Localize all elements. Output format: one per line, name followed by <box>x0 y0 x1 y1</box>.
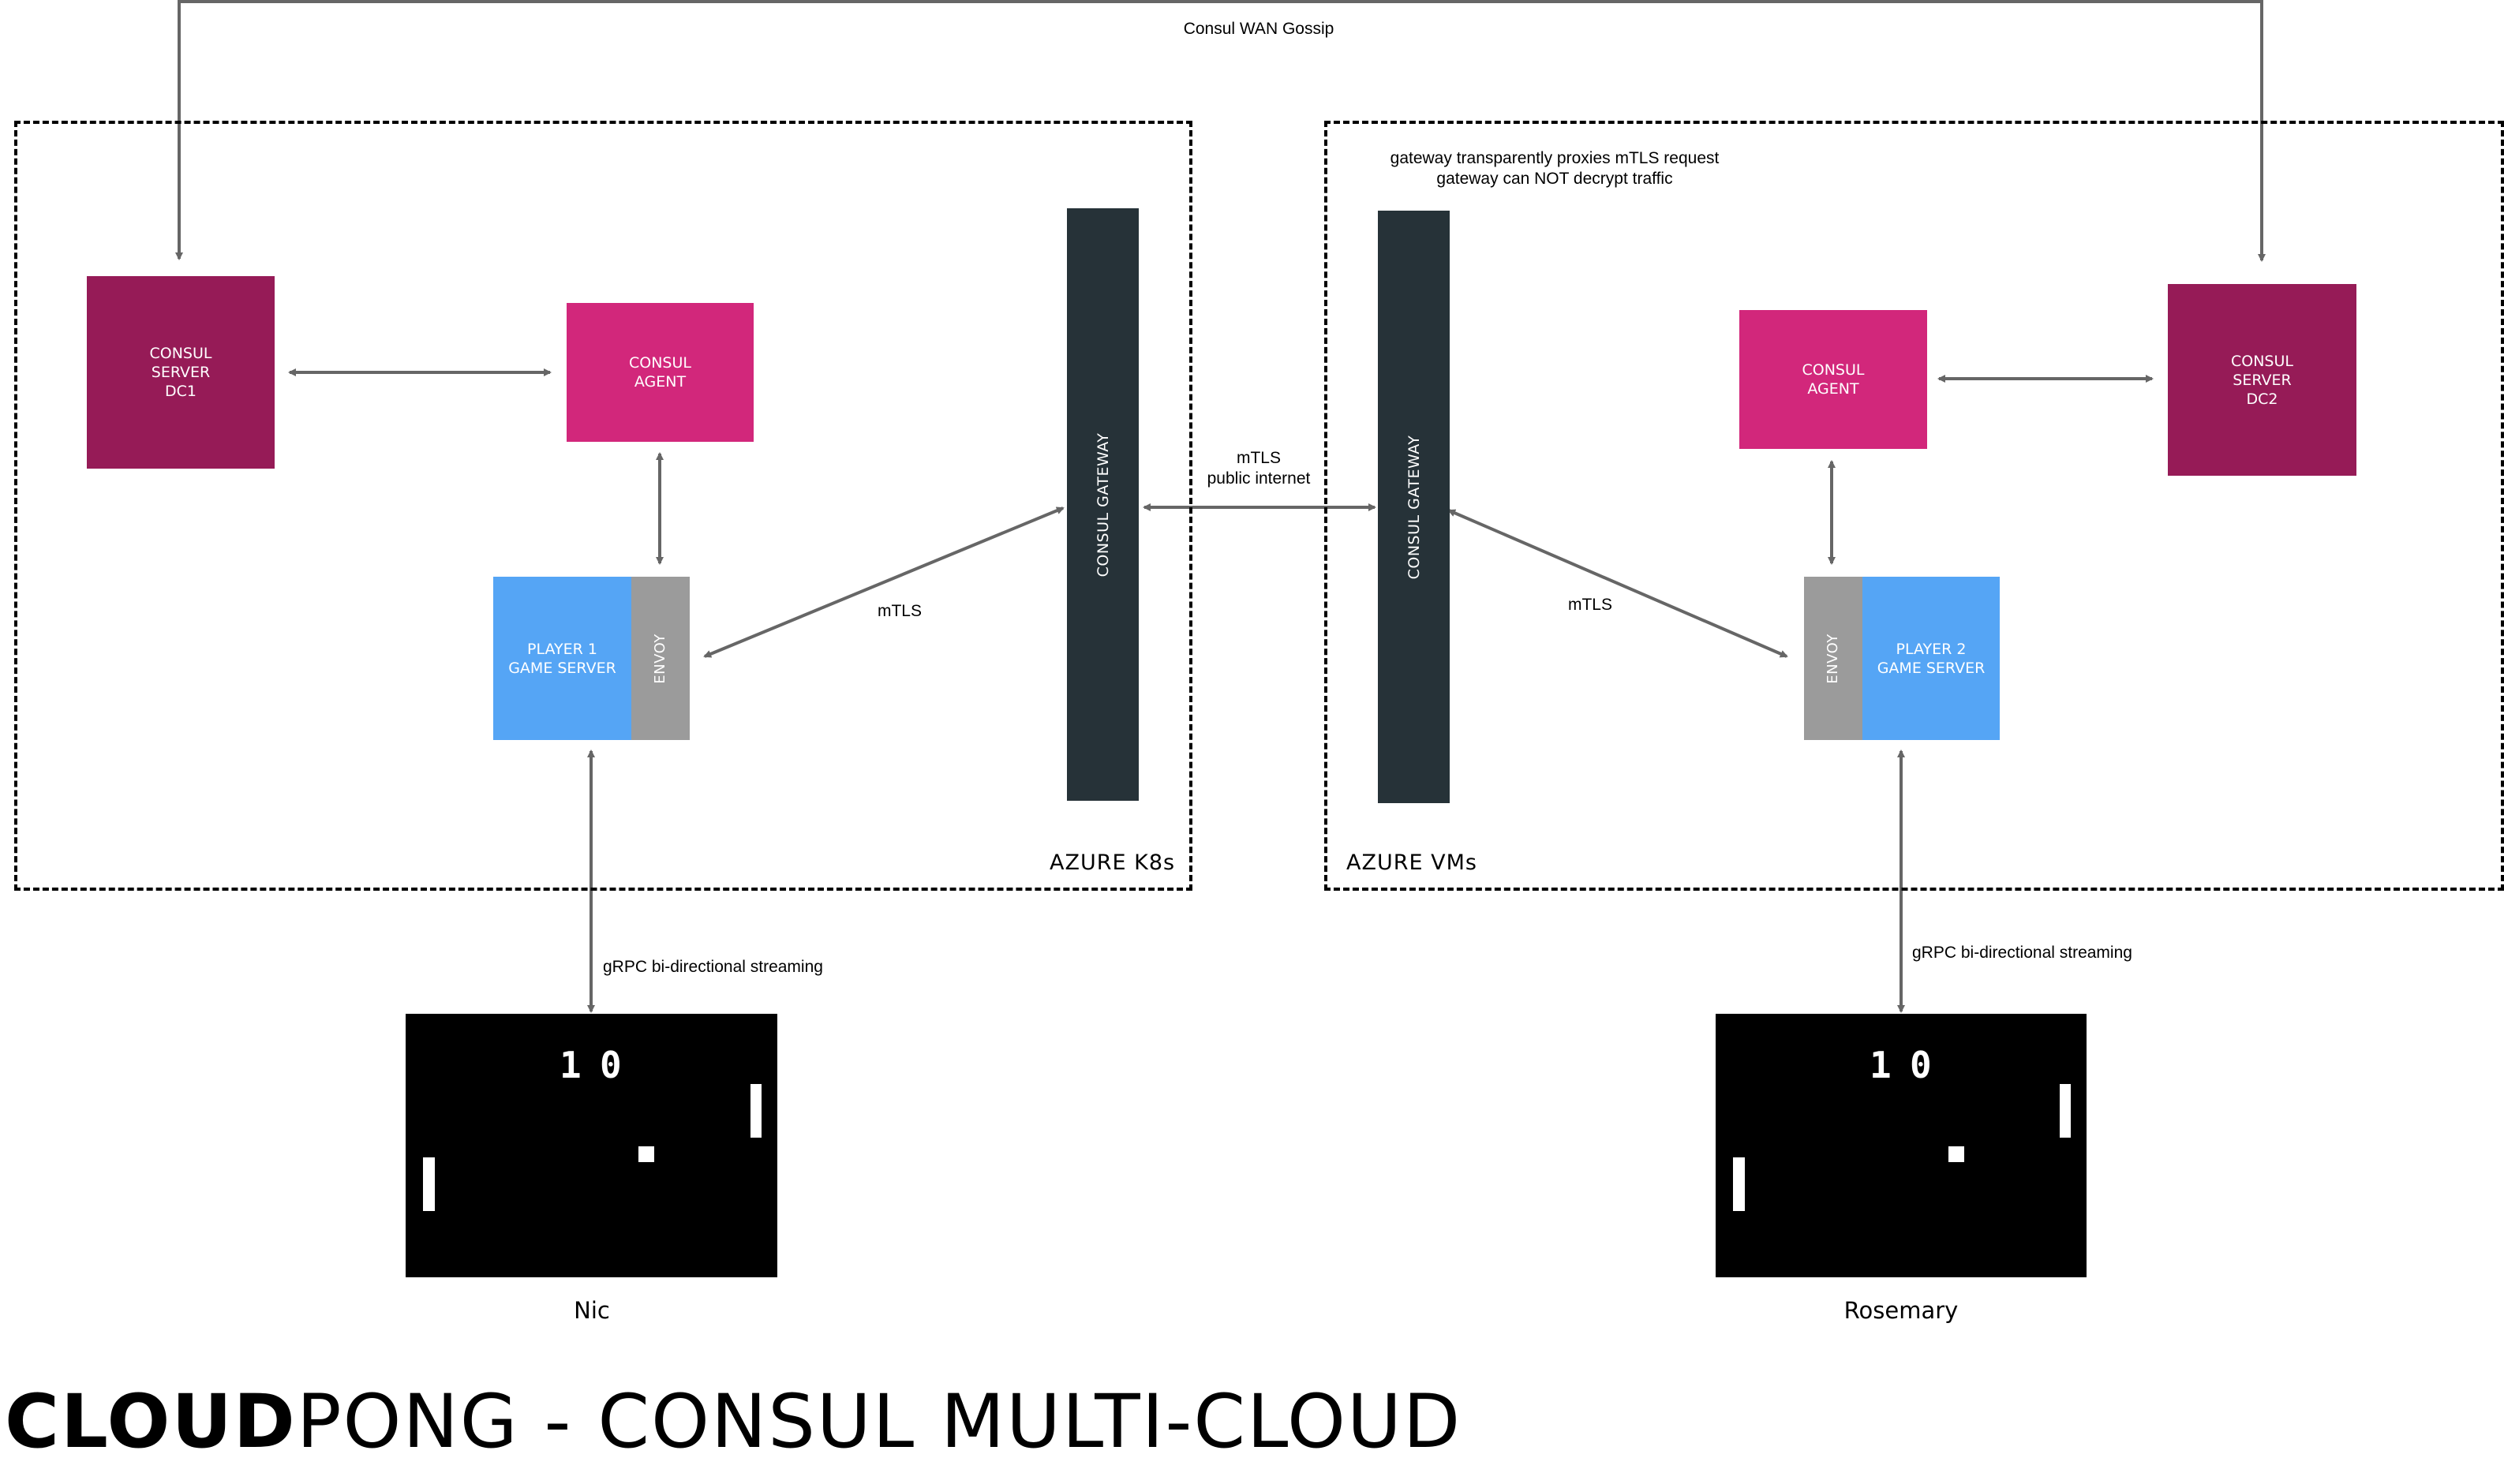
between-gateways-line-2: public internet <box>1207 469 1311 488</box>
player-2-game-server-label: PLAYER 2 GAME SERVER <box>1877 640 1986 677</box>
consul-gateway-left-label: CONSUL GATEWAY <box>1094 432 1112 577</box>
left-envoy-gateway-arrow <box>703 507 1065 658</box>
consul-gateway-left[interactable]: CONSUL GATEWAY <box>1067 208 1139 801</box>
right-grpc-label: gRPC bi-directional streaming <box>1912 944 2132 962</box>
right-gateway-envoy-arrow <box>1447 509 1788 658</box>
right-game-score-right: 0 <box>1910 1044 1940 1086</box>
right-mtls-label: mTLS <box>1567 596 1612 614</box>
left-mtls-label: mTLS <box>877 602 922 620</box>
gateway-note-line-2: gateway can NOT decrypt traffic <box>1436 170 1673 188</box>
gateway-note-line-1: gateway transparently proxies mTLS reque… <box>1390 149 1720 167</box>
player-name-right: Rosemary <box>1843 1297 1959 1324</box>
left-game-score-right: 0 <box>600 1044 630 1086</box>
envoy-left-label: ENVOY <box>652 633 668 684</box>
left-game-ball <box>638 1146 654 1162</box>
gateway-note: gateway transparently proxies mTLS reque… <box>1357 148 1752 189</box>
consul-agent-left[interactable]: CONSUL AGENT <box>567 303 754 442</box>
page-title-bold: CLOUD <box>5 1379 297 1465</box>
player-2-game-server[interactable]: PLAYER 2 GAME SERVER <box>1862 577 2000 740</box>
consul-gateway-right[interactable]: CONSUL GATEWAY <box>1378 211 1450 803</box>
consul-server-dc1[interactable]: CONSUL SERVER DC1 <box>87 276 275 469</box>
consul-agent-right[interactable]: CONSUL AGENT <box>1739 310 1927 449</box>
right-game-score-left: 1 <box>1870 1044 1900 1086</box>
left-grpc-label: gRPC bi-directional streaming <box>603 958 823 976</box>
player-1-game-server[interactable]: PLAYER 1 GAME SERVER <box>493 577 631 740</box>
region-azure-vms-label: AZURE VMs <box>1346 850 1477 875</box>
wan-gossip-label: Consul WAN Gossip <box>1183 20 1334 38</box>
right-game-paddle-right <box>2060 1084 2071 1138</box>
left-game-paddle-left <box>423 1157 435 1211</box>
right-game-paddle-left <box>1733 1157 1745 1211</box>
envoy-left[interactable]: ENVOY <box>631 577 690 740</box>
between-gateways-line-1: mTLS <box>1236 449 1281 467</box>
left-game-paddle-right <box>750 1084 762 1138</box>
page-title-rest: PONG - CONSUL MULTI-CLOUD <box>296 1379 1462 1465</box>
pong-screen-left[interactable]: 1 0 <box>406 1014 777 1277</box>
envoy-right-label: ENVOY <box>1825 633 1841 684</box>
consul-gateway-right-label: CONSUL GATEWAY <box>1405 435 1423 579</box>
region-azure-vms <box>1324 121 2504 891</box>
region-azure-k8s-label: AZURE K8s <box>1050 850 1176 875</box>
wan-gossip-arrow <box>175 0 2266 262</box>
right-game-ball <box>1948 1146 1964 1162</box>
player-1-game-server-label: PLAYER 1 GAME SERVER <box>508 640 616 677</box>
consul-server-dc2[interactable]: CONSUL SERVER DC2 <box>2168 284 2356 476</box>
region-azure-k8s <box>14 121 1192 891</box>
between-gateways-label: mTLS public internet <box>1168 448 1349 489</box>
pong-screen-right[interactable]: 1 0 <box>1716 1014 2087 1277</box>
envoy-right[interactable]: ENVOY <box>1804 577 1862 740</box>
page-title: CLOUDPONG - CONSUL MULTI-CLOUD <box>5 1379 1462 1465</box>
player-name-left: Nic <box>574 1297 610 1324</box>
left-game-score-left: 1 <box>560 1044 590 1086</box>
